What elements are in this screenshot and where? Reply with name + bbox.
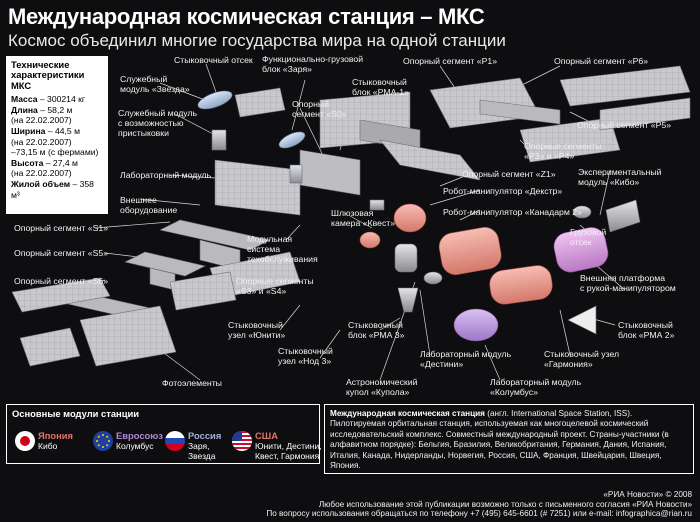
legend-russia-name: Россия — [188, 430, 222, 441]
label-quest: Шлюзовая камера «Квест» — [331, 208, 396, 228]
label-canadarm: Робот-манипулятор «Канадарм 2» — [443, 207, 582, 217]
label-pma2: Стыковочный блок «РМА 2» — [618, 320, 675, 340]
label-kibo-platform: Внешняя платформа с рукой-манипулятором — [580, 273, 676, 293]
us-modules — [359, 203, 553, 305]
legend-japan-name: Япония — [38, 430, 74, 441]
spec-height: Высота – 27,4 м — [11, 157, 78, 168]
russian-segment — [197, 90, 306, 184]
legend-russia-modules: Заря, Звезда — [188, 441, 216, 461]
label-maintenance: Модульная система техобслуживания — [247, 234, 318, 264]
legend-eu-modules: Колумбус — [116, 441, 154, 451]
misc-modules — [369, 199, 641, 335]
description-text: (англ. International Space Station, ISS)… — [330, 409, 669, 471]
label-service-docking: Служебный модуль с возможностью пристыко… — [118, 108, 198, 138]
label-harmony: Стыковочный узел «Гармония» — [544, 349, 620, 369]
legend-japan-modules: Кибо — [38, 441, 58, 451]
label-pma3: Стыковочный блок «РМА 3» — [348, 320, 405, 340]
label-destiny: Лабораторный модуль «Дестини» — [420, 349, 512, 369]
label-unity: Стыковочный узел «Юнити» — [228, 320, 286, 340]
label-dextre: Робот-манипулятор «Декстр» — [443, 186, 563, 196]
specs-heading: Технические характеристики МКС — [11, 59, 85, 91]
spec-length: Длина – 58,2 м — [11, 104, 73, 115]
station-description: Международная космическая станция (англ.… — [324, 404, 694, 474]
label-s3s4: Опорные сегменты «S3» и «S4» — [236, 276, 314, 296]
label-s5: Опорный сегмент «S5» — [14, 248, 109, 258]
legend-usa-modules: Юнити, Дестини, Квест, Гармония — [255, 441, 322, 461]
label-p6: Опорный сегмент «Р6» — [554, 56, 649, 66]
label-zarya: Функционально-грузовой блок «Заря» — [262, 54, 364, 74]
label-docking-bay: Стыковочный отсек — [174, 55, 253, 65]
label-columbus: Лабораторный модуль «Колумбус» — [490, 377, 582, 397]
label-cargo: Грузовой отсек — [570, 227, 607, 247]
description-lead: Международная космическая станция — [330, 409, 485, 418]
label-lab: Лабораторный модуль — [120, 170, 212, 180]
page-title: Международная космическая станция – МКС — [8, 4, 485, 29]
legend-usa-name: США — [255, 430, 278, 441]
label-z1: Опорный сегмент «Z1» — [462, 169, 556, 179]
label-p1: Опорный сегмент «Р1» — [403, 56, 498, 66]
port-truss — [429, 65, 691, 163]
solar-arrays-left — [11, 251, 301, 367]
footer-copyright: «РИА Новости» © 2008 — [603, 490, 692, 499]
label-p5: Опорный сегмент «Р5» — [577, 120, 672, 130]
russia-flag-icon — [165, 431, 185, 451]
central-truss — [214, 87, 481, 216]
legend-title: Основные модули станции — [12, 408, 140, 419]
label-s1: Опорный сегмент «S1» — [14, 223, 109, 233]
spec-volume: Жилой объем – 358 м³ — [11, 178, 94, 200]
footer-contact: По вопросу использования обращаться по т… — [266, 509, 692, 519]
label-s0: Опорный сегмент «S0» — [292, 99, 347, 119]
label-cupola: Астрономический купол «Купола» — [346, 377, 418, 397]
japan-flag-icon — [15, 431, 35, 451]
spec-length-date: (на 22.02.2007) — [11, 115, 72, 126]
footer: «РИА Новости» © 2008 Любое использование… — [266, 490, 692, 519]
spec-height-date: (на 22.02.2007) — [11, 168, 72, 179]
specs-box: Технические характеристики МКС Масса – 3… — [6, 56, 108, 214]
usa-flag-icon — [232, 431, 252, 451]
label-s6: Опорный сегмент «S6» — [14, 276, 109, 286]
spec-width-trusses: –73,15 м (с фермами) — [11, 147, 99, 158]
spec-width: Ширина – 44,5 м — [11, 126, 80, 136]
label-kibo-exp: Экспериментальный модуль «Кибо» — [578, 167, 662, 187]
label-zvezda: Служебный модуль «Звезда» — [120, 74, 190, 94]
label-p3p4: Опорные сегменты «Р3» и «Р4» — [524, 141, 602, 161]
label-solar: Фотоэлементы — [162, 378, 222, 388]
label-node3: Стыковочный узел «Нод 3» — [278, 346, 333, 366]
label-pma1: Стыковочный блок «РМА-1» — [352, 77, 409, 97]
kibo-columbus — [453, 227, 609, 342]
label-external-equipment: Внешнее оборудование — [120, 195, 178, 215]
page-subtitle: Космос объединил многие государства мира… — [8, 31, 506, 50]
iss-exploded-diagram — [11, 63, 691, 381]
spec-width-date: (на 22.02.2007) — [11, 136, 72, 147]
footer-usage: Любое использование этой публикации возм… — [318, 499, 692, 509]
spec-mass: Масса – 300214 кг — [11, 94, 86, 105]
eu-flag-icon — [93, 431, 113, 451]
legend-eu-name: Евросоюз — [116, 430, 163, 441]
